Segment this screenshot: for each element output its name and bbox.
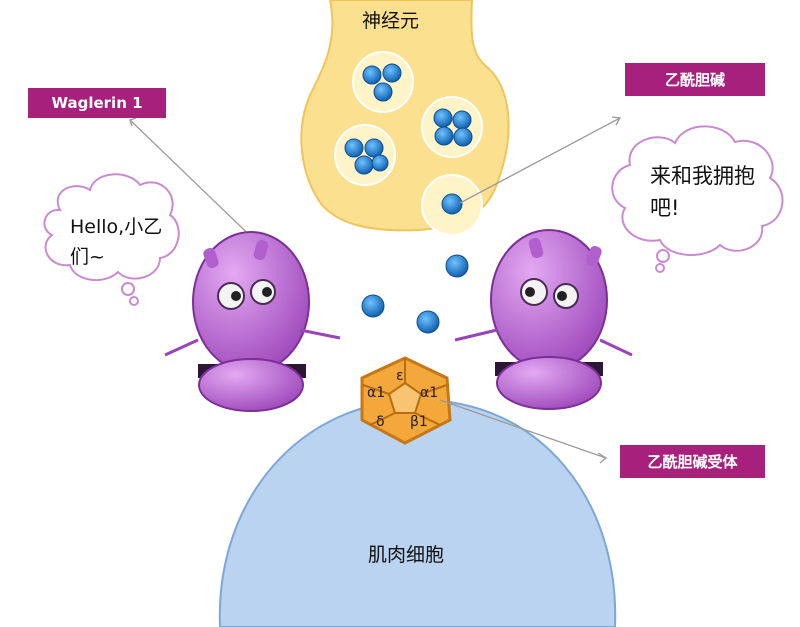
neuron-label: 神经元 xyxy=(362,10,420,32)
acetylcholine-label-bg xyxy=(625,63,765,96)
acetylcholine-receptor xyxy=(360,356,452,445)
speech-bubble-left xyxy=(43,173,180,306)
acetylcholine-molecules xyxy=(344,63,473,334)
waglerin-label: Waglerin 1 xyxy=(51,94,143,112)
muscle-cell-label: 肌肉细胞 xyxy=(368,544,445,566)
speech-bubble-right xyxy=(611,125,784,273)
receptor-label: 乙酰胆碱受体 xyxy=(647,453,738,471)
pointer-lines xyxy=(129,116,622,464)
subunit-delta: δ xyxy=(376,414,385,430)
subunit-alpha1-left: α1 xyxy=(367,385,386,401)
speech-text-right: 来和我拥抱吧! xyxy=(650,164,755,220)
robot-right xyxy=(454,229,633,410)
speech-text-left: Hello,小乙们~ xyxy=(70,216,163,268)
subunit-beta1: β1 xyxy=(410,414,428,430)
subunit-alpha1-right: α1 xyxy=(420,385,439,401)
subunit-epsilon: ε xyxy=(396,368,404,384)
acetylcholine-label: 乙酰胆碱 xyxy=(664,71,725,89)
robot-left xyxy=(164,231,341,412)
receptor-label-bg xyxy=(620,445,765,478)
waglerin-label-bg xyxy=(28,88,166,118)
